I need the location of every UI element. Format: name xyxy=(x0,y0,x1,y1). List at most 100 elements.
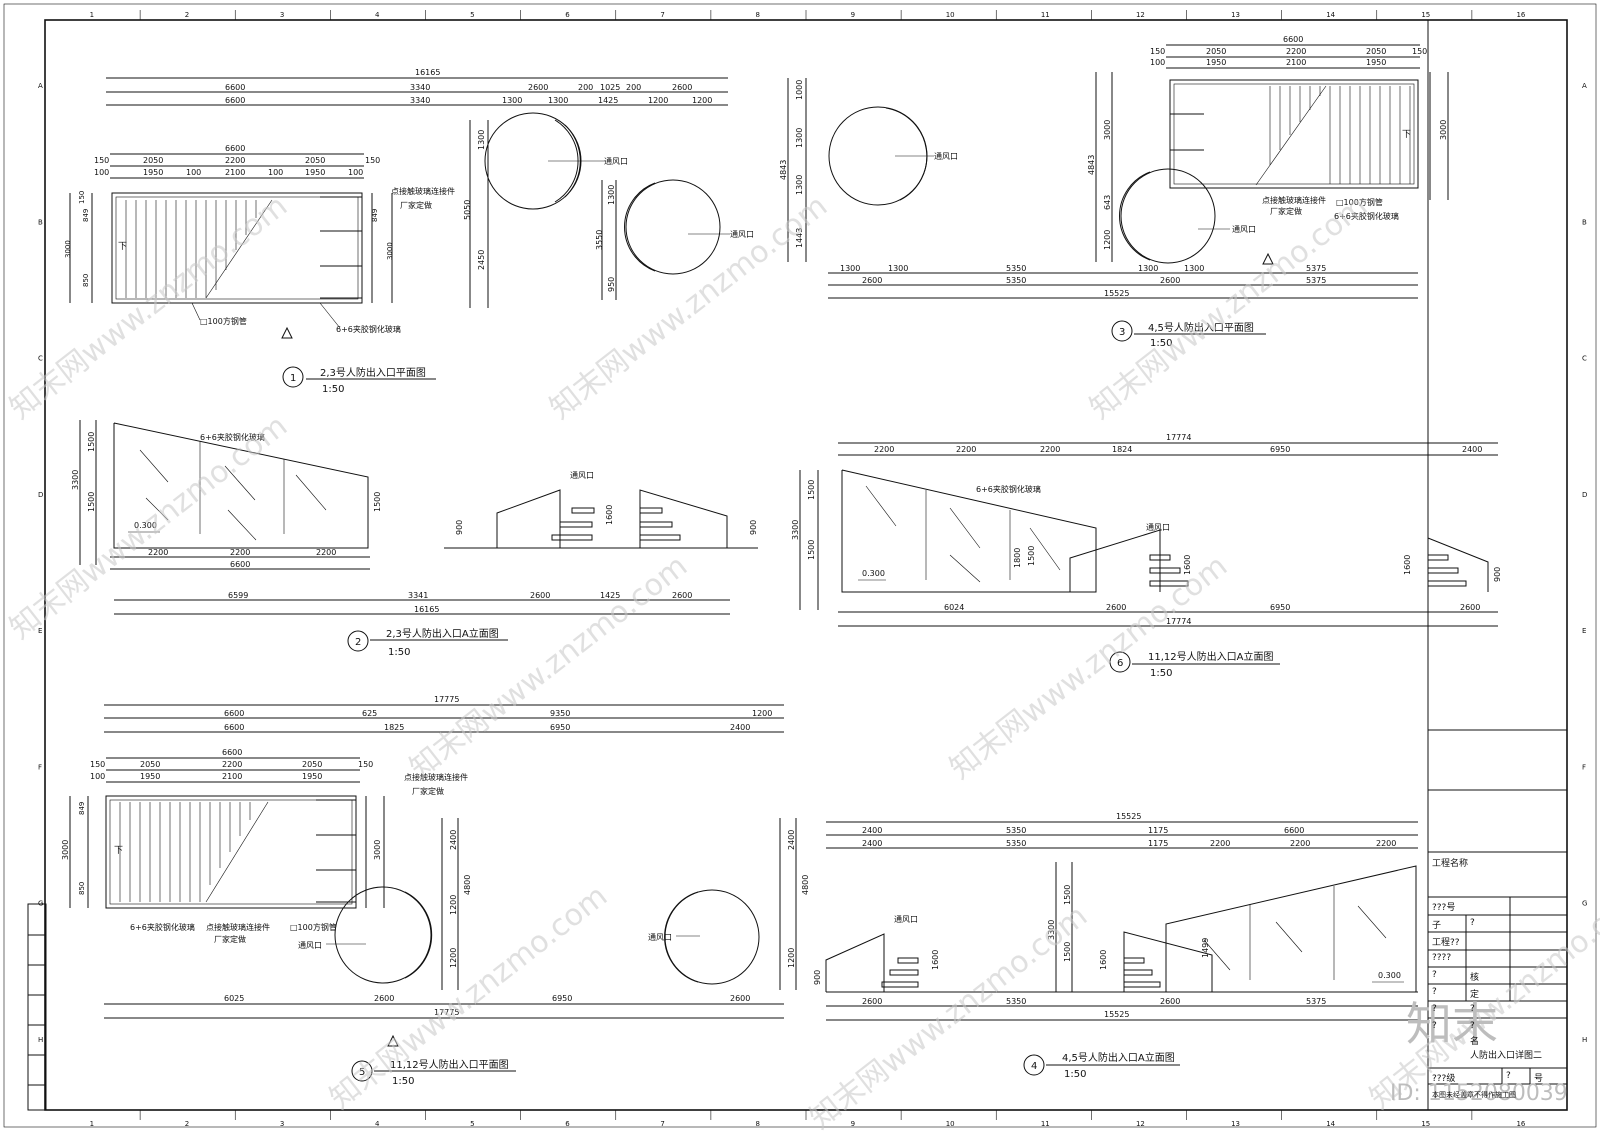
dim-label: 1025 xyxy=(600,83,620,92)
grid-col-label: 9 xyxy=(851,1120,855,1128)
dim-label: 1500 xyxy=(373,492,382,512)
dim-label: 2600 xyxy=(1106,603,1126,612)
dim-label: 900 xyxy=(455,520,464,535)
dim-label: 150 xyxy=(94,156,109,165)
watermark-text: 知末网www.znzmo.com xyxy=(803,898,1094,1131)
dim-label: 1300 xyxy=(1184,264,1204,273)
dim-label: 2400 xyxy=(862,839,882,848)
dim-label: 1300 xyxy=(888,264,908,273)
drawing-1-plan: 16165 6600 3340 2600 200 1025 200 2600 6… xyxy=(64,68,754,395)
dim-label: 1200 xyxy=(449,948,458,968)
grid-col-label: 13 xyxy=(1231,1120,1240,1128)
drawing-title: 2,3号人防出入口A立面图 xyxy=(386,627,499,640)
dim-label: 1200 xyxy=(449,895,458,915)
callout-glass: 6+6夹胶钢化玻璃 xyxy=(200,432,265,442)
grid-row-label: C xyxy=(1582,355,1587,363)
callout-vendor: 厂家定做 xyxy=(412,786,444,796)
dim-label: 17775 xyxy=(434,1008,459,1017)
dim-label: 5050 xyxy=(463,200,472,220)
dim-label: 100 xyxy=(186,168,201,177)
watermark-text: 知末网www.znzmo.com xyxy=(943,548,1234,786)
dim-label: 2200 xyxy=(316,548,336,557)
dim-label: 150 xyxy=(365,156,380,165)
dim-label: 1500 xyxy=(1063,942,1072,962)
dim-label: 9350 xyxy=(550,709,570,718)
dim-label: 1500 xyxy=(807,480,816,500)
dim-label: 2200 xyxy=(222,760,242,769)
grid-col-label: 8 xyxy=(755,11,759,19)
dim-label: 1500 xyxy=(1027,546,1036,566)
drawing-scale: 1:50 xyxy=(1064,1069,1086,1080)
dim-label: 1300 xyxy=(795,128,804,148)
tb-row: 工程?? xyxy=(1432,938,1460,948)
dim-label: 5350 xyxy=(1006,839,1026,848)
dim-label: 200 xyxy=(578,83,593,92)
dim-label: 1200 xyxy=(1103,230,1112,250)
dim-label: 2200 xyxy=(1290,839,1310,848)
drawing-number: 6 xyxy=(1117,658,1123,669)
drawing-title: 11,12号人防出入口平面图 xyxy=(390,1058,509,1071)
watermark-text: 知末网www.znzmo.com xyxy=(3,188,294,426)
dim-label: 850 xyxy=(78,882,86,895)
dim-label: 2600 xyxy=(1160,997,1180,1006)
dim-label: 16165 xyxy=(414,605,439,614)
dim-label: 6600 xyxy=(225,96,245,105)
dim-label: 1600 xyxy=(605,505,614,525)
dim-label: 3000 xyxy=(61,840,70,860)
dim-label: 3000 xyxy=(373,840,382,860)
dim-label: 1600 xyxy=(1403,555,1412,575)
grid-row-label: F xyxy=(1582,763,1586,771)
dim-label: 2600 xyxy=(862,997,882,1006)
callout-vent: 通风口 xyxy=(1146,522,1170,532)
grid-col-label: 1 xyxy=(90,1120,94,1128)
dim-label: 2200 xyxy=(225,156,245,165)
grid-col-label: 3 xyxy=(280,11,284,19)
brand-logo-text: 知末 xyxy=(1406,997,1498,1051)
title-block-grid xyxy=(1428,729,1567,1085)
dim-label: 2400 xyxy=(787,830,796,850)
dim-label: 2200 xyxy=(1376,839,1396,848)
drawing-scale: 1:50 xyxy=(388,647,410,658)
level-marker: 0.300 xyxy=(1378,971,1401,980)
dim-label: 2100 xyxy=(222,772,242,781)
grid-col-label: 7 xyxy=(660,1120,664,1128)
dim-label: 5350 xyxy=(1006,276,1026,285)
dim-label: 2100 xyxy=(1286,58,1306,67)
callout-vent: 通风口 xyxy=(298,940,322,950)
grid-row-label: D xyxy=(1582,491,1587,499)
dim-label: 1300 xyxy=(548,96,568,105)
dim-label: 5350 xyxy=(1006,826,1026,835)
grid-col-label: 6 xyxy=(565,1120,570,1128)
dim-label: 6024 xyxy=(944,603,964,612)
dim-label: 2050 xyxy=(302,760,322,769)
level-marker: 0.300 xyxy=(862,569,885,578)
dim-label: 1800 xyxy=(1013,548,1022,568)
grid-col-label: 16 xyxy=(1516,1120,1525,1128)
dim-label: 2600 xyxy=(862,276,882,285)
dim-label: 2100 xyxy=(225,168,245,177)
tb-row: ? xyxy=(1470,918,1475,928)
dim-label: 150 xyxy=(1412,47,1427,56)
dim-label: 2400 xyxy=(449,830,458,850)
drawing-title: 4,5号人防出入口平面图 xyxy=(1148,321,1254,334)
dim-label: 2400 xyxy=(730,723,750,732)
dim-label: 1175 xyxy=(1148,826,1168,835)
callout-connector: 点接触玻璃连接件 xyxy=(206,922,270,932)
tb-row: ? xyxy=(1506,1071,1511,1081)
dim-label: 3300 xyxy=(791,520,800,540)
dim-label: 1200 xyxy=(692,96,712,105)
dim-label: 2050 xyxy=(305,156,325,165)
grid-col-label: 16 xyxy=(1516,11,1525,19)
callout-glass: 6+6夹胶钢化玻璃 xyxy=(130,922,195,932)
dim-label: 900 xyxy=(1493,567,1502,582)
dim-label: 1425 xyxy=(600,591,620,600)
grid-col-label: 4 xyxy=(375,11,380,19)
dim-label: 4800 xyxy=(463,875,472,895)
dim-label: 100 xyxy=(1150,58,1165,67)
grid-col-label: 11 xyxy=(1041,1120,1050,1128)
tb-row: ? xyxy=(1432,1021,1437,1031)
grid-row-label: E xyxy=(38,627,42,635)
watermark-text: 知末网www.znzmo.com xyxy=(3,408,294,646)
watermark-id: ID: 1152080039 xyxy=(1390,1081,1568,1106)
dim-label: 150 xyxy=(78,191,86,204)
